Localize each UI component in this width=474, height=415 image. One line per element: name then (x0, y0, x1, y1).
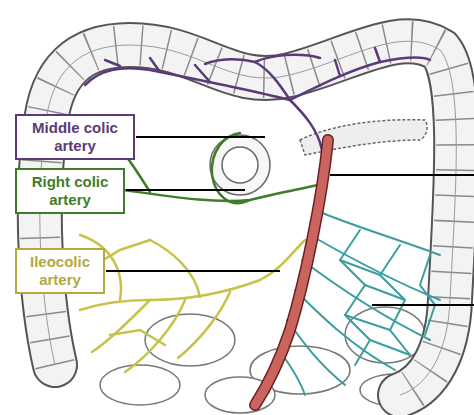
middle-colic-artery (195, 65, 210, 82)
jejunal-ileal-arteries (365, 285, 405, 300)
leader-line (126, 189, 245, 191)
middle-colic-artery (205, 59, 255, 64)
jejunal-ileal-arteries (340, 230, 370, 365)
colon (40, 41, 456, 395)
small-intestine (100, 365, 180, 405)
pancreas-duodenum (210, 135, 270, 195)
middle-colic-artery (255, 55, 320, 62)
jejunal-ileal-arteries (345, 315, 390, 330)
jejunal-ileal-arteries (420, 255, 435, 335)
middle-colic-artery (150, 58, 160, 72)
middle-colic-artery (85, 48, 430, 150)
ileocolic-artery (80, 300, 150, 310)
leader-line (136, 136, 265, 138)
superior-mesenteric-artery (255, 140, 328, 405)
jejunal-ileal-arteries (295, 290, 395, 370)
jejunal-ileal-arteries (370, 340, 410, 355)
ileocolic-artery (80, 235, 305, 372)
superior-mesenteric-artery (255, 140, 328, 405)
middle-colic-artery (290, 100, 322, 150)
middle-colic-artery (105, 60, 120, 66)
ileocolic-artery (178, 292, 230, 358)
artery-label: Ileocolic artery (23, 253, 97, 289)
ileocolic-artery (110, 330, 165, 345)
leader-line (330, 174, 474, 176)
colon (40, 41, 456, 395)
jejunal-ileal-arteries (302, 260, 430, 340)
jejunal-ileal-arteries (340, 260, 380, 275)
ileocolic-artery (125, 300, 185, 372)
jejunal-ileal-arteries (310, 235, 440, 300)
superior-mesenteric-artery (255, 140, 328, 405)
leader-line (106, 137, 474, 305)
label-box: Ileocolic artery (15, 248, 105, 294)
ileocolic-artery (92, 300, 150, 352)
middle-colic-artery (290, 57, 430, 100)
label-box: Middle colic artery (15, 114, 135, 160)
leader-line (106, 270, 280, 272)
artery-label: Right colic artery (23, 173, 117, 209)
middle-colic-artery (85, 68, 290, 100)
middle-colic-artery (375, 48, 380, 62)
colon (40, 41, 456, 395)
label-box: Right colic artery (15, 168, 125, 214)
ileocolic-artery (150, 240, 200, 297)
right-colic-artery (212, 133, 250, 203)
pancreas-duodenum (222, 147, 258, 183)
colon (40, 41, 456, 395)
leader-line (372, 304, 474, 306)
artery-label: Middle colic artery (23, 119, 127, 155)
middle-colic-artery (255, 62, 290, 100)
middle-colic-artery (335, 60, 340, 76)
colon (40, 41, 456, 395)
